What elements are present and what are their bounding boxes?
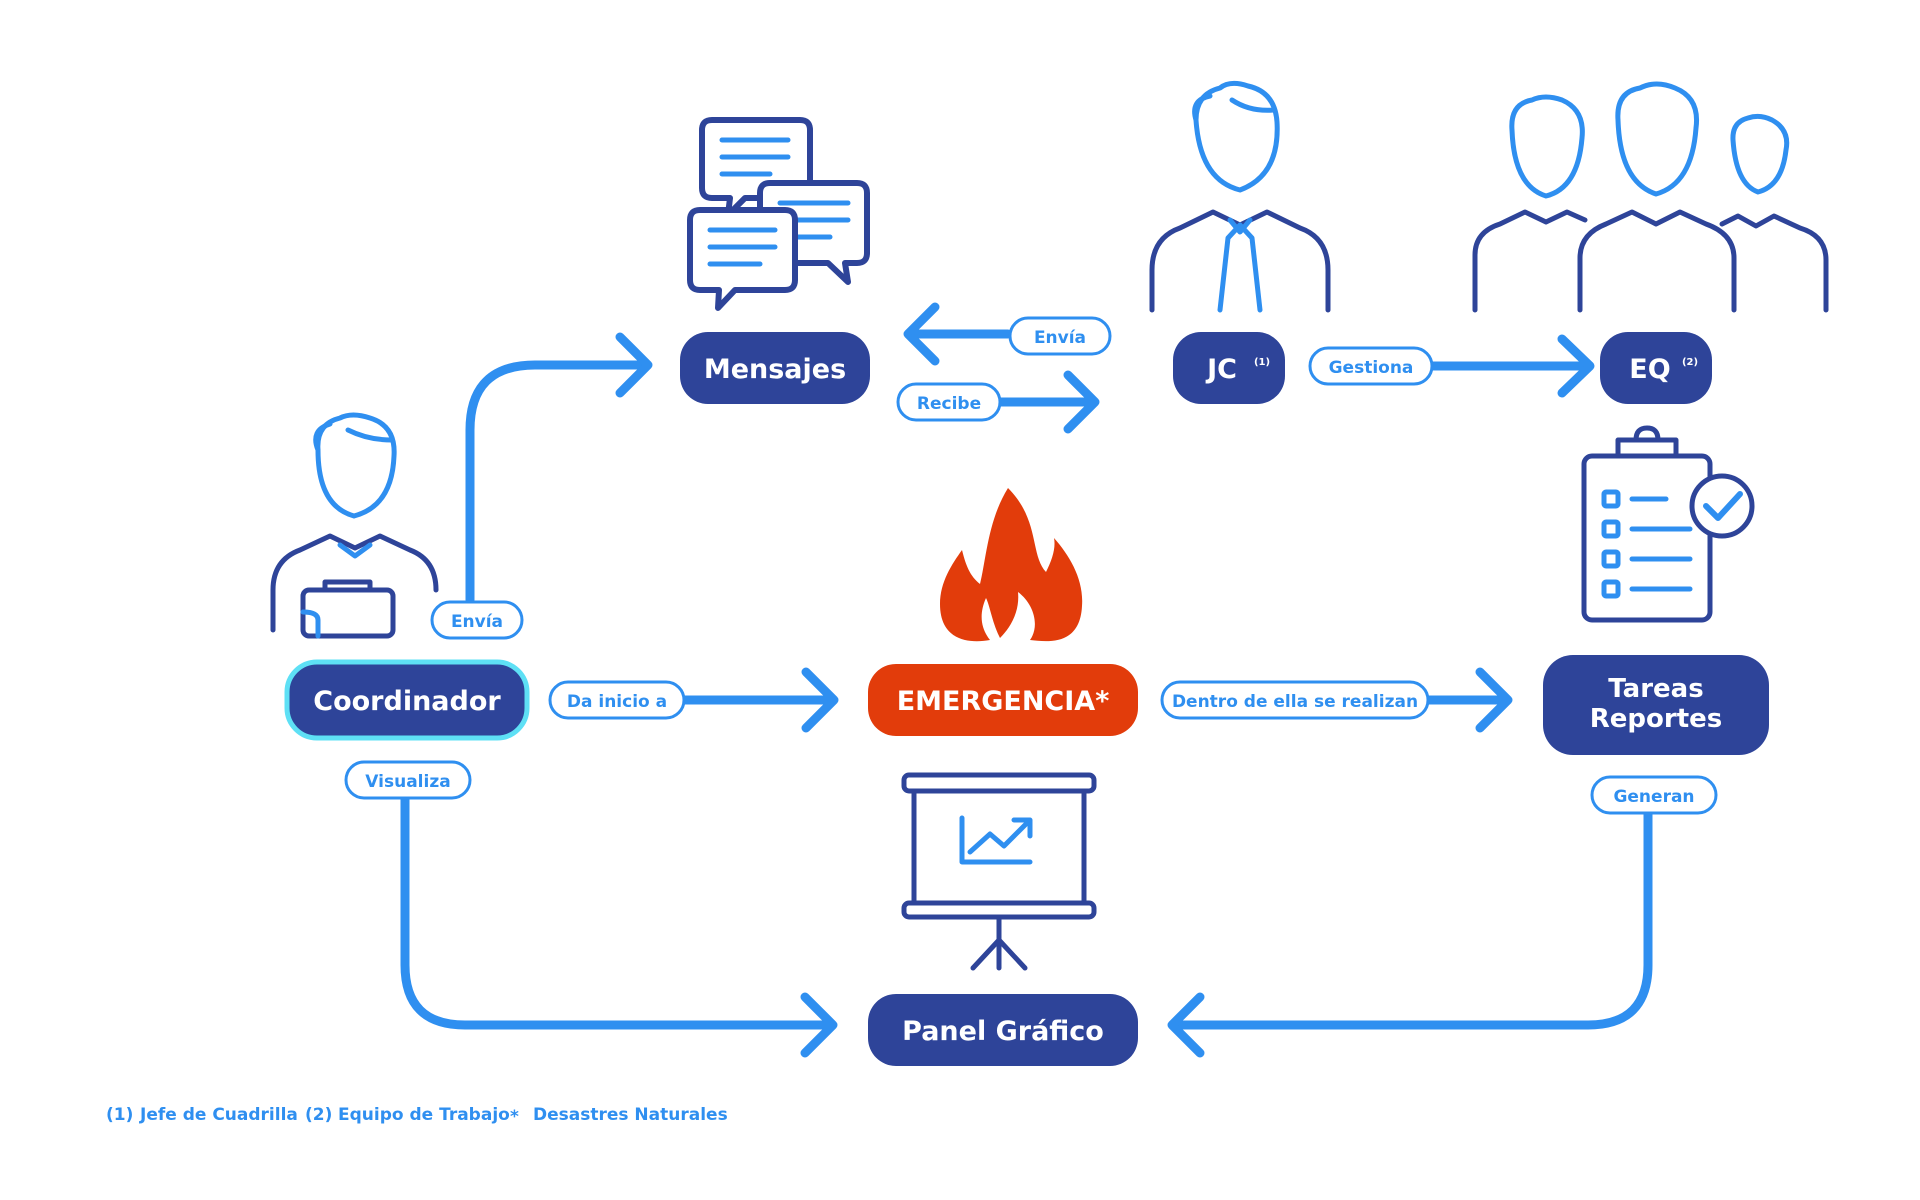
svg-text:Reportes: Reportes bbox=[1590, 704, 1723, 734]
svg-text:Coordinador: Coordinador bbox=[313, 686, 501, 717]
arrowhead-to-panel-left bbox=[1167, 992, 1205, 1058]
person-icon bbox=[1149, 80, 1331, 313]
arrowhead-to-jc bbox=[1063, 370, 1100, 434]
label-envia-jc: Envía bbox=[1008, 316, 1112, 356]
arrowhead-to-eq bbox=[1557, 334, 1595, 398]
presentation-chart-icon bbox=[901, 772, 1097, 971]
checklist-icon bbox=[1581, 425, 1755, 623]
connector-tareas-panel bbox=[1170, 800, 1653, 1030]
node-emergencia: EMERGENCIA* bbox=[868, 664, 1138, 736]
svg-text:EQ: EQ bbox=[1629, 354, 1670, 385]
label-envia-coord: Envía bbox=[430, 600, 524, 640]
arrowhead-to-tareas bbox=[1475, 667, 1513, 733]
svg-text:Gestiona: Gestiona bbox=[1329, 358, 1414, 378]
node-jc: JC (1) bbox=[1173, 332, 1285, 404]
svg-text:Envía: Envía bbox=[1034, 328, 1086, 348]
legend: (1) Jefe de Cuadrilla (2) Equipo de Trab… bbox=[106, 1105, 728, 1127]
svg-text:(1): (1) bbox=[1254, 357, 1270, 368]
svg-text:EMERGENCIA*: EMERGENCIA* bbox=[897, 686, 1110, 717]
node-mensajes: Mensajes bbox=[680, 332, 870, 404]
connector-coord-panel bbox=[400, 790, 835, 1030]
svg-text:Tareas: Tareas bbox=[1608, 674, 1703, 704]
svg-text:Panel Gráfico: Panel Gráfico bbox=[902, 1016, 1104, 1047]
svg-text:JC: JC bbox=[1205, 354, 1237, 385]
node-coordinador: Coordinador bbox=[284, 659, 530, 741]
svg-text:Envía: Envía bbox=[451, 612, 503, 632]
label-generan: Generan bbox=[1590, 775, 1718, 815]
legend-text-2: Equipo de Trabajo bbox=[338, 1105, 510, 1125]
arrowhead-to-mensajes bbox=[615, 332, 653, 398]
legend-text-1: Jefe de Cuadrilla bbox=[139, 1105, 298, 1125]
label-dentro: Dentro de ella se realizan bbox=[1160, 680, 1430, 720]
label-gestiona: Gestiona bbox=[1308, 346, 1434, 386]
svg-text:(2): (2) bbox=[1682, 357, 1698, 368]
node-panel-grafico: Panel Gráfico bbox=[868, 994, 1138, 1066]
label-da-inicio: Da inicio a bbox=[548, 680, 686, 720]
svg-text:Dentro de ella se realizan: Dentro de ella se realizan bbox=[1172, 692, 1418, 712]
arrowhead-to-mensajes-left bbox=[903, 302, 940, 366]
coordinator-clipboard-icon bbox=[270, 412, 439, 639]
svg-text:Visualiza: Visualiza bbox=[365, 772, 450, 792]
team-icon bbox=[1472, 81, 1829, 313]
svg-text:Recibe: Recibe bbox=[917, 394, 981, 414]
legend-marker-3: * bbox=[510, 1107, 519, 1127]
fire-icon bbox=[940, 488, 1083, 642]
legend-marker-1: (1) bbox=[106, 1105, 133, 1125]
arrowhead-to-panel bbox=[800, 992, 838, 1058]
label-recibe: Recibe bbox=[896, 382, 1002, 422]
node-eq: EQ (2) bbox=[1600, 332, 1712, 404]
label-visualiza: Visualiza bbox=[344, 760, 472, 800]
chat-bubbles-icon bbox=[687, 117, 870, 311]
svg-text:Mensajes: Mensajes bbox=[704, 354, 846, 385]
svg-text:Generan: Generan bbox=[1613, 787, 1694, 807]
arrowhead-to-emergencia bbox=[801, 667, 839, 733]
legend-text-3: Desastres Naturales bbox=[533, 1105, 728, 1125]
legend-marker-2: (2) bbox=[305, 1105, 332, 1125]
node-tareas-reportes: Tareas Reportes bbox=[1543, 655, 1769, 755]
svg-text:Da inicio a: Da inicio a bbox=[567, 692, 667, 712]
connector-coord-mensajes bbox=[465, 360, 650, 605]
